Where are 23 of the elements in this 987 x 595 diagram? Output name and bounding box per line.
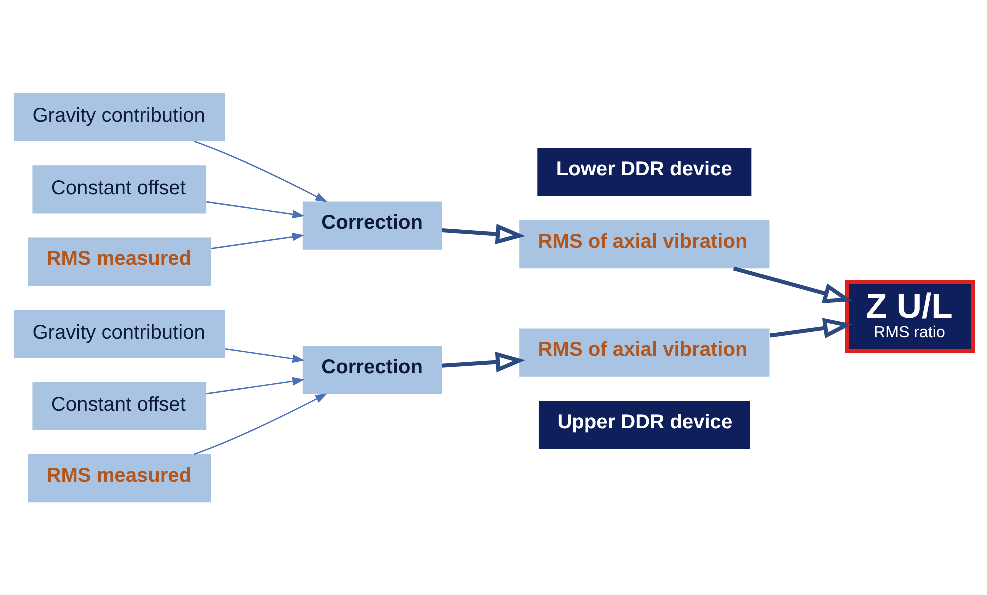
node-box: RMS measured [28,454,212,502]
arrow [206,376,305,394]
node-box: RMS of axial vibration [520,220,770,268]
node-box: Correction [302,201,442,250]
node-box: Lower DDR device [538,148,752,196]
arrow [770,318,854,338]
node-box: RMS measured [28,237,212,286]
node-box: RMS of axial vibration [520,328,770,376]
arrow [733,266,854,304]
arrow [442,352,526,372]
arrow [206,200,305,218]
arrow [194,393,328,455]
arrow [226,348,305,363]
node-box: Constant offset [32,382,207,430]
arrow [211,232,305,249]
node-box: Constant offset [32,165,207,214]
node-box: Gravity contribution [14,92,226,141]
node-box: Gravity contribution [14,310,226,358]
node-box: Upper DDR device [538,400,750,449]
arrow [442,223,526,244]
node-box: Z U/L RMS ratio [845,279,976,354]
node-box: Correction [302,346,442,394]
arrow [194,140,328,202]
